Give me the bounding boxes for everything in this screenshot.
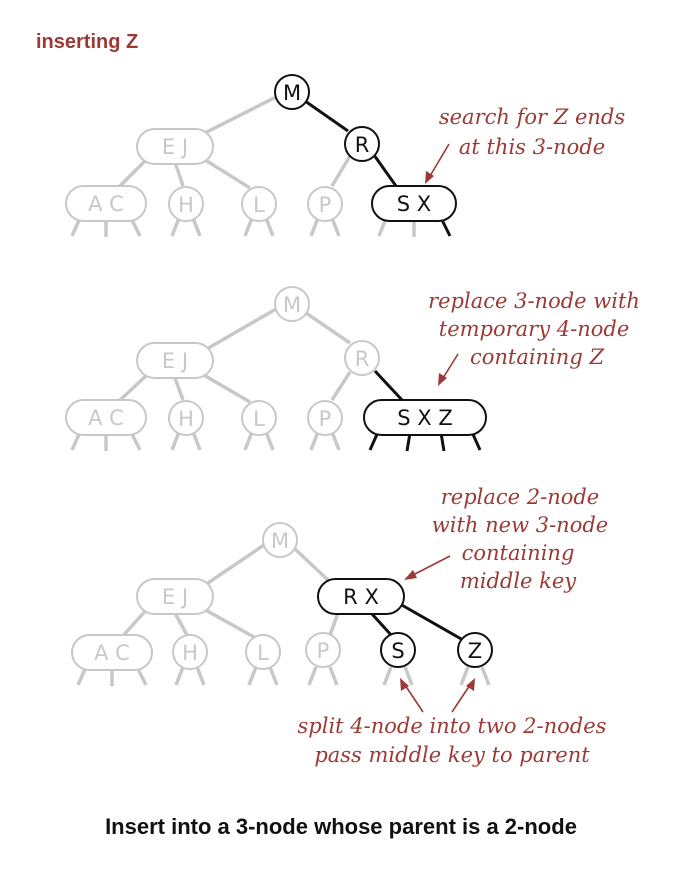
note-4-arrowhead-left — [400, 678, 409, 691]
note-4-line-1: split 4-node into two 2-nodes — [298, 714, 607, 738]
panel-3-split: M E J R X A C H L P S Z replace 2-node w… — [71, 485, 608, 767]
node-ac — [65, 399, 147, 436]
node-ej — [136, 578, 214, 615]
node-ej — [136, 342, 214, 379]
note-3-line-2: with new 3-node — [432, 513, 608, 537]
note-3-line-3: containing — [462, 541, 575, 565]
figure-caption: Insert into a 3-node whose parent is a 2… — [105, 814, 577, 839]
note-3-arrow — [412, 555, 451, 576]
note-1-line-1: search for Z ends — [439, 105, 626, 129]
heading: inserting Z — [36, 31, 138, 53]
note-3-line-1: replace 2-node — [441, 485, 600, 509]
note-1-arrow — [429, 143, 450, 177]
node-ac-label: A C — [88, 192, 124, 216]
node-ej-label: E J — [162, 349, 188, 373]
node-m-label: M — [283, 293, 301, 317]
node-sx — [371, 185, 457, 222]
node-r-label: R — [355, 133, 370, 157]
node-r — [344, 340, 380, 376]
node-sxz-label: S X Z — [397, 406, 452, 430]
edge-m-ej — [204, 307, 277, 352]
node-p-label: P — [319, 193, 332, 217]
node-p — [305, 632, 341, 668]
node-m — [262, 522, 298, 558]
panel-1-search: M E J R A C H L P S X search for Z ends … — [65, 74, 626, 237]
node-h — [172, 634, 208, 670]
node-h-label: H — [178, 407, 194, 431]
note-2-line-2: temporary 4-node — [439, 317, 630, 341]
node-rx — [317, 578, 405, 615]
note-3-arrowhead — [404, 570, 417, 580]
node-m — [274, 74, 310, 110]
node-ej-label: E J — [162, 585, 188, 609]
node-sx-label: S X — [397, 192, 431, 216]
edge-ej-h — [173, 612, 189, 636]
note-1-line-2: at this 3-node — [459, 135, 605, 159]
edge-ej-ac — [120, 606, 150, 639]
node-ac — [65, 185, 147, 222]
node-ej-label: E J — [162, 135, 188, 159]
node-rx-label: R X — [343, 585, 379, 609]
node-s — [380, 632, 416, 668]
note-2-arrowhead — [438, 373, 447, 386]
edge-r-sx — [372, 154, 398, 187]
node-h — [168, 186, 204, 222]
node-l-label: L — [253, 193, 265, 217]
edge-m-ej — [204, 543, 265, 587]
node-p — [307, 186, 343, 222]
node-h-label: H — [178, 193, 194, 217]
node-ac — [71, 634, 153, 671]
edge-ej-l — [201, 156, 251, 190]
edge-m-r — [304, 99, 349, 133]
node-sxz — [363, 399, 487, 436]
node-l — [241, 186, 277, 222]
edge-m-ej — [194, 95, 277, 140]
edge-m-r — [305, 311, 351, 345]
node-z — [457, 632, 493, 668]
edge-rx-s — [370, 612, 394, 638]
node-h-label: H — [182, 641, 198, 665]
note-2-arrow — [442, 353, 459, 379]
note-1-arrowhead — [425, 171, 434, 184]
edge-m-rx — [292, 546, 332, 584]
edge-r-p — [330, 371, 352, 401]
edge-rx-z — [399, 602, 464, 642]
node-m-label: M — [283, 81, 301, 105]
node-z-label: Z — [468, 639, 482, 663]
node-r — [344, 126, 380, 162]
node-r-label: R — [355, 347, 370, 371]
edge-ej-h — [173, 377, 185, 401]
node-l-label: L — [257, 641, 269, 665]
node-m-label: M — [271, 529, 289, 553]
node-ej — [136, 128, 214, 165]
panel-2-temporary-4-node: M E J R A C H L P S X Z replace 3-node w… — [65, 286, 640, 452]
note-2-line-1: replace 3-node with — [428, 289, 640, 313]
node-p-label: P — [319, 407, 332, 431]
edge-ej-h — [173, 161, 185, 187]
edge-r-p — [330, 155, 352, 187]
node-p — [307, 400, 343, 436]
edge-ej-l — [201, 372, 251, 404]
edge-ej-ac — [116, 372, 150, 404]
note-4-arrow-left — [404, 684, 424, 713]
node-l — [241, 400, 277, 436]
note-4-arrow-right — [451, 684, 471, 713]
note-4-line-2: pass middle key to parent — [314, 743, 590, 767]
node-s-label: S — [391, 639, 404, 663]
edge-ej-ac — [116, 156, 150, 190]
node-l-label: L — [253, 407, 265, 431]
edge-rx-p — [328, 612, 340, 636]
edge-ej-l — [201, 606, 255, 639]
note-2-line-3: containing Z — [470, 345, 604, 369]
note-3-line-4: middle key — [460, 569, 577, 593]
node-ac-label: A C — [88, 406, 124, 430]
node-p-label: P — [317, 639, 330, 663]
edge-r-sxz — [373, 369, 404, 402]
node-m — [274, 286, 310, 322]
note-4-arrowhead-right — [466, 678, 475, 691]
node-l — [245, 634, 281, 670]
node-h — [168, 400, 204, 436]
node-ac-label: A C — [94, 641, 130, 665]
